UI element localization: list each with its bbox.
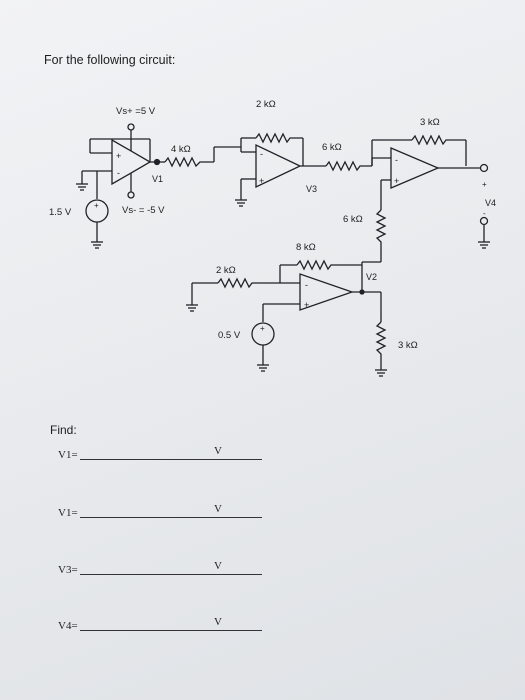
opamp3-plus: + [394,176,399,186]
answer-blank[interactable] [80,574,262,575]
resistor-4k [164,156,214,168]
v1-label: V1 [152,174,163,184]
v4-output-terminal [479,163,489,173]
opamp4-plus: + [304,300,309,310]
answer-unit: V [214,616,222,628]
v4-label: V4 [485,198,496,208]
resistor-3k-top [411,134,466,146]
source-mid-label: 0.5 V [218,330,241,341]
opamp-2 [235,143,302,207]
r6k-series-label: 6 kΩ [322,142,342,153]
r4k-label: 4 kΩ [171,144,191,155]
source-mid-plus: + [260,324,265,333]
opamp-1 [76,123,152,249]
find-label: Find: [50,423,77,437]
r3k-top-label: 3 kΩ [420,117,440,128]
v4-minus: - [483,209,486,218]
v3-label: V3 [306,184,317,194]
resistor-6k-series [325,160,372,172]
r2k-top-label: 2 kΩ [256,99,276,110]
answer-blank[interactable] [80,517,262,518]
answer-unit: V [214,445,222,457]
answer-label: V1= [58,507,78,519]
opamp2-minus: - [260,149,263,159]
v2-label: V2 [366,272,377,282]
opamp1-minus: - [117,168,120,178]
r2k-mid-label: 2 kΩ [216,265,236,276]
answer-blank[interactable] [80,459,262,460]
answer-label: V1= [58,449,78,461]
opamp3-minus: - [395,155,398,165]
answer-unit: V [214,560,222,572]
opamp2-plus: + [259,176,264,186]
opamp1-plus: + [116,151,121,161]
resistor-3k-bottom [375,321,387,370]
answer-label: V3= [58,564,78,576]
r8k-label: 8 kΩ [296,242,316,253]
answer-row-v1-second: V1= V [58,501,262,521]
v4-plus: + [482,180,487,189]
circuit-diagram: Vs+ =5 V Vs- = -5 V 1.5 V 4 kΩ V1 2 kΩ 6… [49,99,496,377]
answer-row-v1: V1= V [58,443,262,463]
answer-blank[interactable] [80,630,262,631]
answer-row-v4: V4= V [58,614,262,634]
vs-plus-label: Vs+ =5 V [116,106,156,117]
resistor-8k [296,259,362,271]
opamp-3 [371,147,490,249]
r3k-bottom-label: 3 kΩ [398,340,418,351]
resistor-2k-top [255,132,303,144]
source-left-plus: + [94,201,99,210]
answer-label: V4= [58,620,78,632]
source-left-label: 1.5 V [49,207,72,218]
resistor-2k-mid [217,277,280,289]
answer-unit: V [214,503,222,515]
opamp-4 [251,273,354,372]
resistor-6k-shunt [375,209,387,262]
answer-row-v3: V3= V [58,558,262,578]
r6k-shunt-label: 6 kΩ [343,214,363,225]
opamp4-minus: - [305,280,308,290]
vs-minus-label: Vs- = -5 V [122,205,165,216]
problem-heading: For the following circuit: [44,53,176,67]
